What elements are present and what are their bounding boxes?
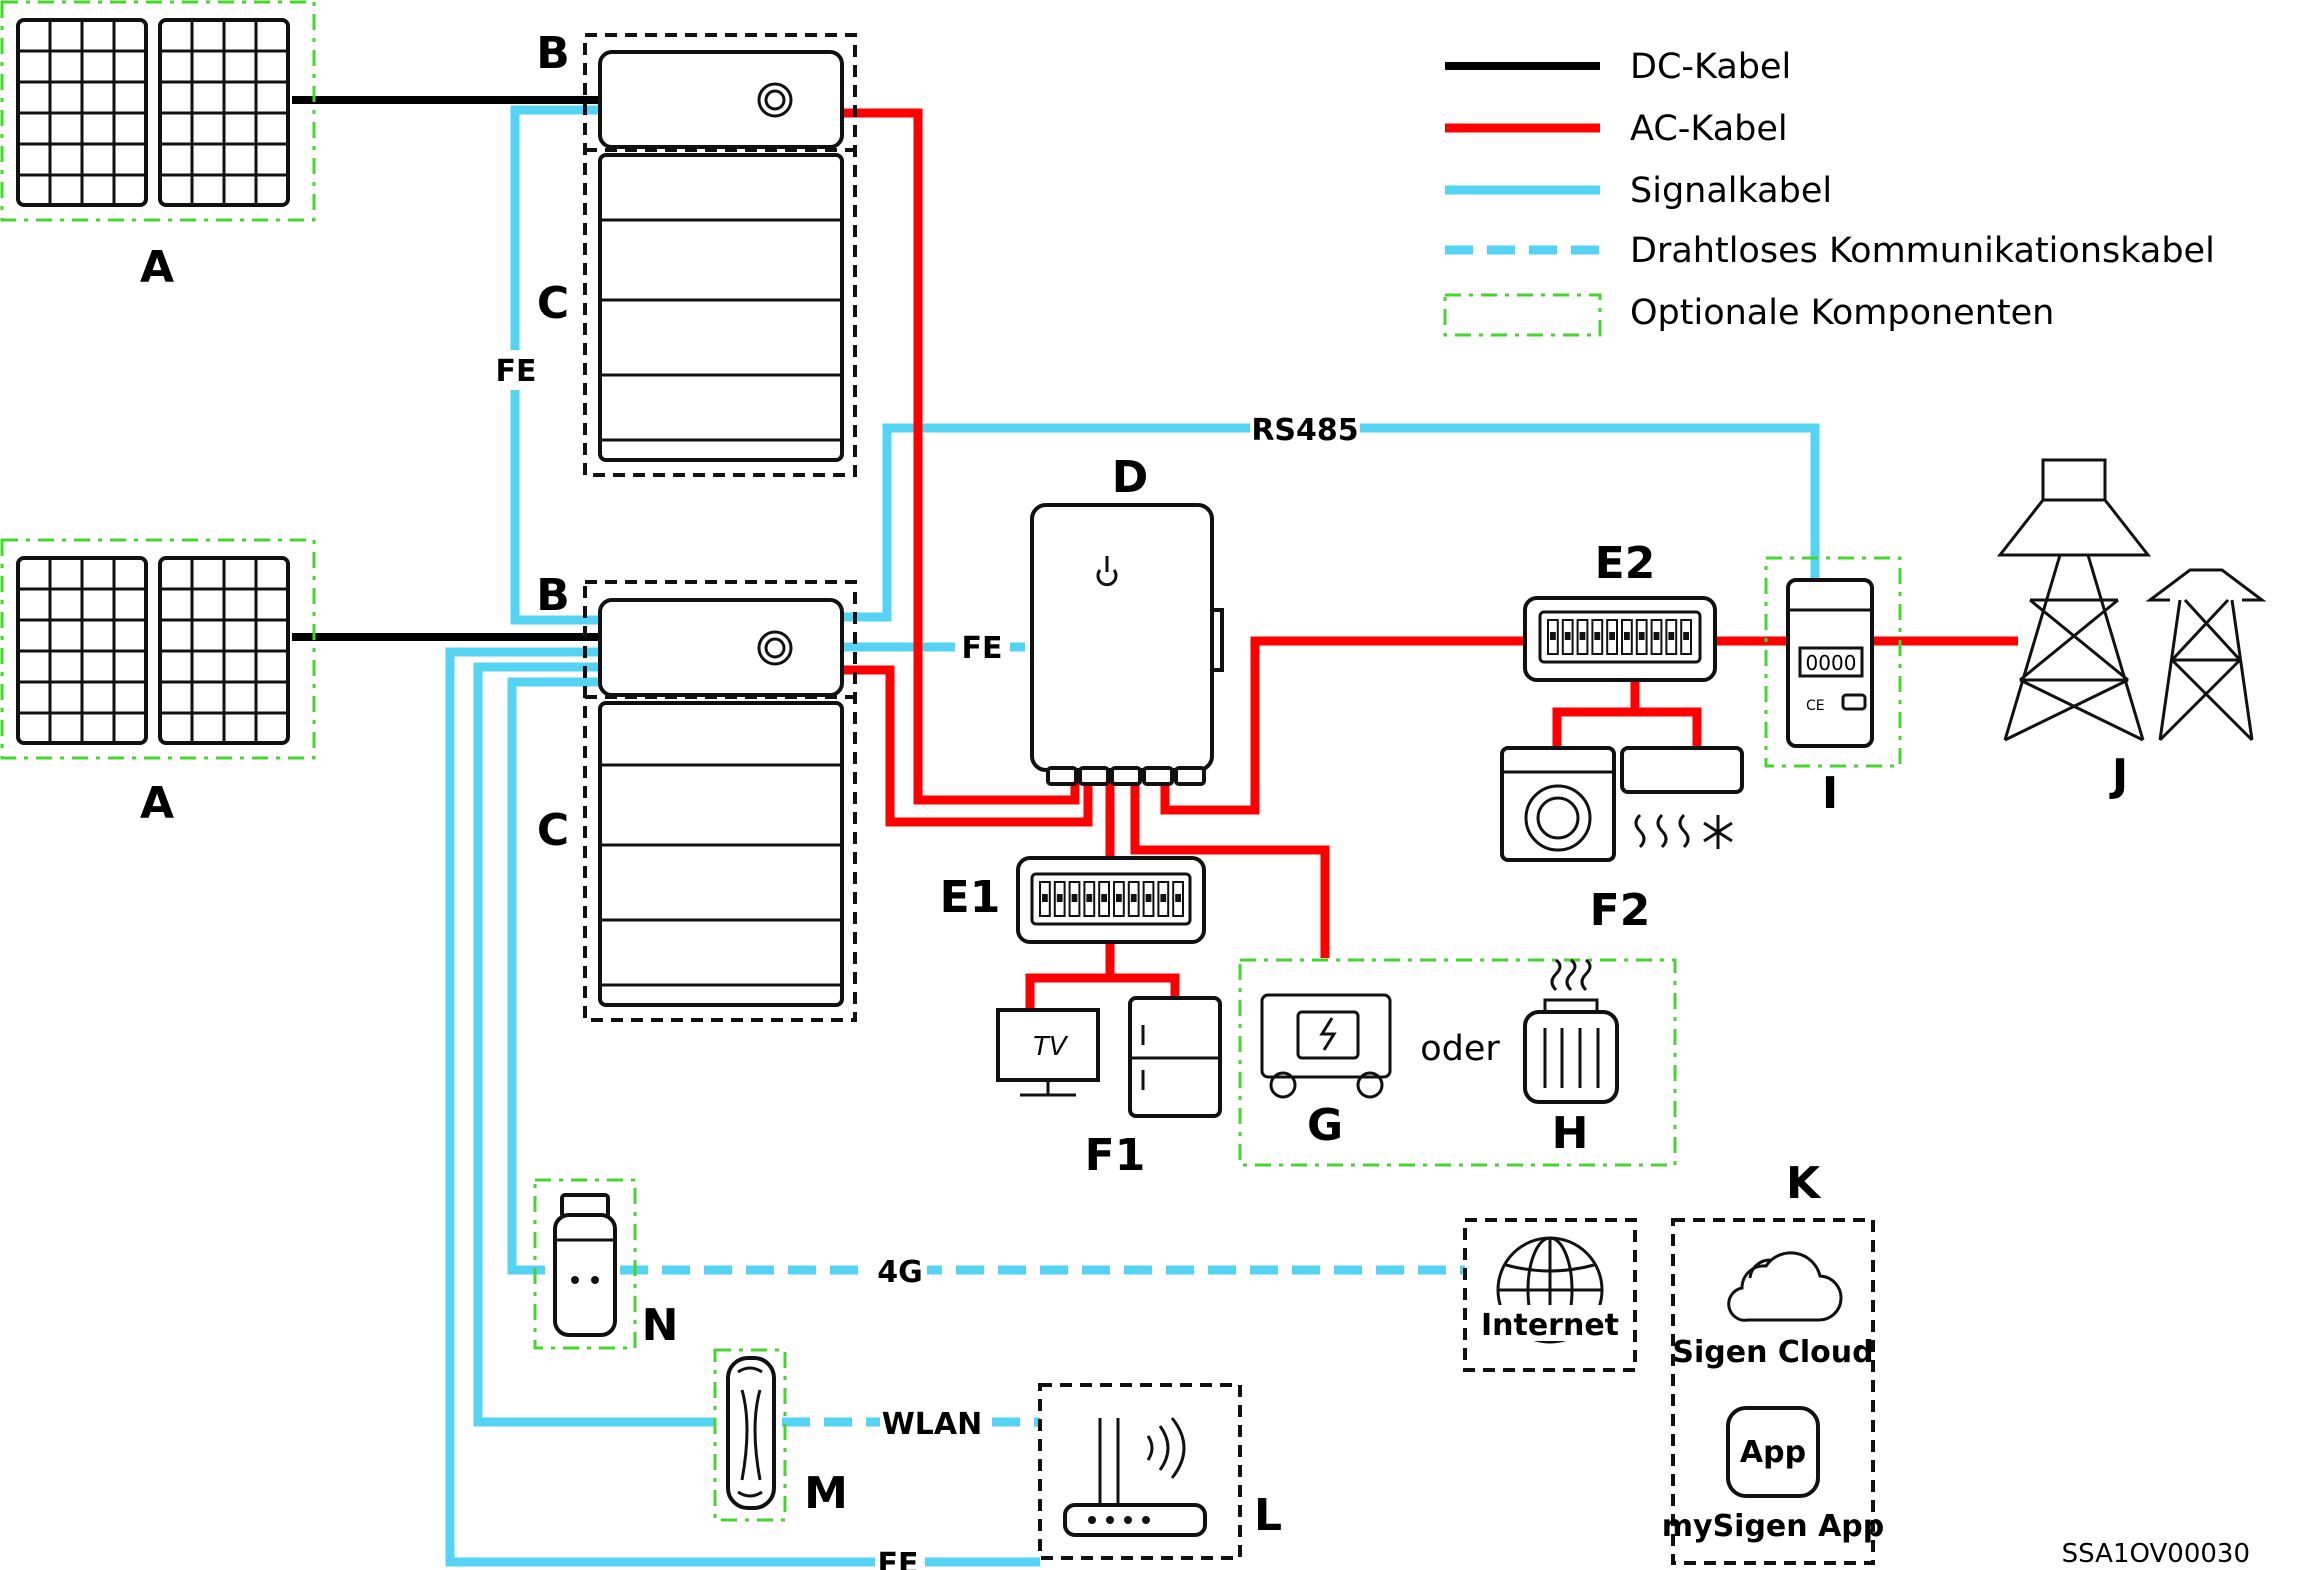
sigen-cloud-text: Sigen Cloud — [1672, 1335, 1873, 1370]
ac-e1-to-loads — [1025, 942, 1180, 1008]
ac-inverter-to-e2 — [1160, 636, 1525, 815]
label-c-bottom: C — [537, 805, 569, 856]
internet-outline — [1463, 1218, 1637, 1372]
wlan-dongle — [726, 1356, 776, 1510]
inverter-ports — [1046, 766, 1206, 786]
label-j: J — [2109, 750, 2128, 801]
ac-e2-to-loads — [1552, 680, 1702, 748]
air-conditioner-load — [1620, 746, 1744, 849]
label-f1: F1 — [1085, 1130, 1146, 1181]
grid-pylon-small — [2145, 568, 2267, 742]
rs485-label: RS485 — [1251, 413, 1358, 448]
label-b-bottom: B — [536, 570, 570, 621]
cloud-app-outline — [1671, 1218, 1875, 1565]
oder-text: oder — [1420, 1029, 1500, 1069]
app-icon: App — [1726, 1406, 1820, 1498]
solar-panel-2 — [158, 18, 290, 207]
legend-dc-text: DC-Kabel — [1630, 47, 1791, 87]
heat-pump-tank-icon — [1523, 958, 1619, 1104]
cloud-icon — [1727, 1251, 1843, 1322]
e2-breakers — [1547, 619, 1692, 655]
legend-wireless-text: Drahtloses Kommunikationskabel — [1630, 231, 2215, 271]
label-l: L — [1254, 1490, 1282, 1541]
label-n: N — [642, 1300, 679, 1351]
meter-optional-outline — [1764, 556, 1902, 768]
solar-panel-group-bottom — [0, 538, 316, 760]
label-d: D — [1112, 452, 1149, 503]
distribution-board-e2 — [1523, 596, 1717, 682]
washing-machine-load — [1500, 746, 1616, 862]
4g-dongle-optional-outline — [533, 1178, 637, 1350]
legend-ac-text: AC-Kabel — [1630, 109, 1788, 149]
e1-breakers — [1039, 881, 1184, 917]
hybrid-inverter — [1030, 503, 1224, 786]
ce-mark: CE — [1806, 698, 1825, 714]
label-k: K — [1786, 1158, 1822, 1209]
wlan-device-cable — [473, 662, 715, 1427]
label-h: H — [1552, 1108, 1589, 1159]
4g-device-cable — [507, 677, 600, 1275]
legend-optional-swatch — [1443, 293, 1602, 337]
tv-screen-text: TV — [1033, 1032, 1069, 1062]
wlan-dongle-optional-outline — [713, 1348, 787, 1522]
ac-battery-bottom-to-inverter — [842, 665, 1093, 827]
legend-optional-text: Optionale Komponenten — [1630, 293, 2054, 333]
ac-inverter-to-generator — [1130, 780, 1330, 958]
rs485-cable — [842, 423, 1820, 622]
legend-signal-text: Signalkabel — [1630, 171, 1832, 211]
label-a-bottom: A — [140, 778, 174, 829]
label-m: M — [804, 1468, 848, 1519]
4g-dongle — [553, 1193, 617, 1337]
battery-module-stack-top — [598, 153, 844, 462]
fridge-load — [1128, 996, 1222, 1118]
backup-source-optional-outline — [1238, 958, 1677, 1167]
battery-system-bottom-outline — [583, 580, 857, 1022]
solar-panel-4 — [158, 556, 290, 745]
label-g: G — [1307, 1100, 1343, 1151]
4g-label: 4G — [877, 1255, 923, 1290]
battery-module-stack-bottom — [598, 701, 844, 1007]
distribution-board-e1 — [1016, 856, 1206, 944]
label-i: I — [1822, 768, 1838, 819]
label-c-top: C — [537, 278, 569, 329]
label-b-top: B — [536, 28, 570, 79]
solar-panel-1 — [16, 18, 148, 207]
grid-pylon-large — [1996, 458, 2152, 742]
generator-icon — [1260, 993, 1392, 1099]
tv-load: TV — [996, 1008, 1100, 1097]
wlan-label: WLAN — [882, 1407, 983, 1442]
fe-label-left: FE — [496, 354, 537, 389]
label-e1: E1 — [940, 872, 1001, 923]
power-unit-top — [585, 50, 855, 152]
energy-meter: 0000 CE — [1786, 578, 1874, 748]
ac-battery-top-to-inverter — [842, 108, 1080, 805]
solar-panel-group-top — [0, 0, 316, 222]
meter-display-text: 0000 — [1806, 651, 1857, 675]
fe-label-mid: FE — [962, 631, 1003, 666]
app-icon-text: App — [1740, 1435, 1806, 1470]
router-icon — [1063, 1417, 1207, 1537]
fe-label-bottom: FE — [878, 1547, 919, 1570]
internet-text: Internet — [1481, 1308, 1619, 1343]
label-e2: E2 — [1595, 538, 1656, 589]
solar-panel-3 — [16, 556, 148, 745]
label-a-top: A — [140, 242, 174, 293]
power-unit-bottom — [585, 598, 855, 699]
battery-system-top-outline — [583, 33, 857, 477]
router-outline — [1038, 1383, 1242, 1560]
legend: DC-Kabel AC-Kabel Signalkabel Drahtloses… — [1443, 47, 2215, 337]
label-f2: F2 — [1590, 885, 1651, 936]
fe-cable-bottom — [445, 647, 1040, 1567]
mysigen-app-text: mySigen App — [1662, 1509, 1885, 1544]
document-code: SSA1OV00030 — [2062, 1539, 2250, 1569]
